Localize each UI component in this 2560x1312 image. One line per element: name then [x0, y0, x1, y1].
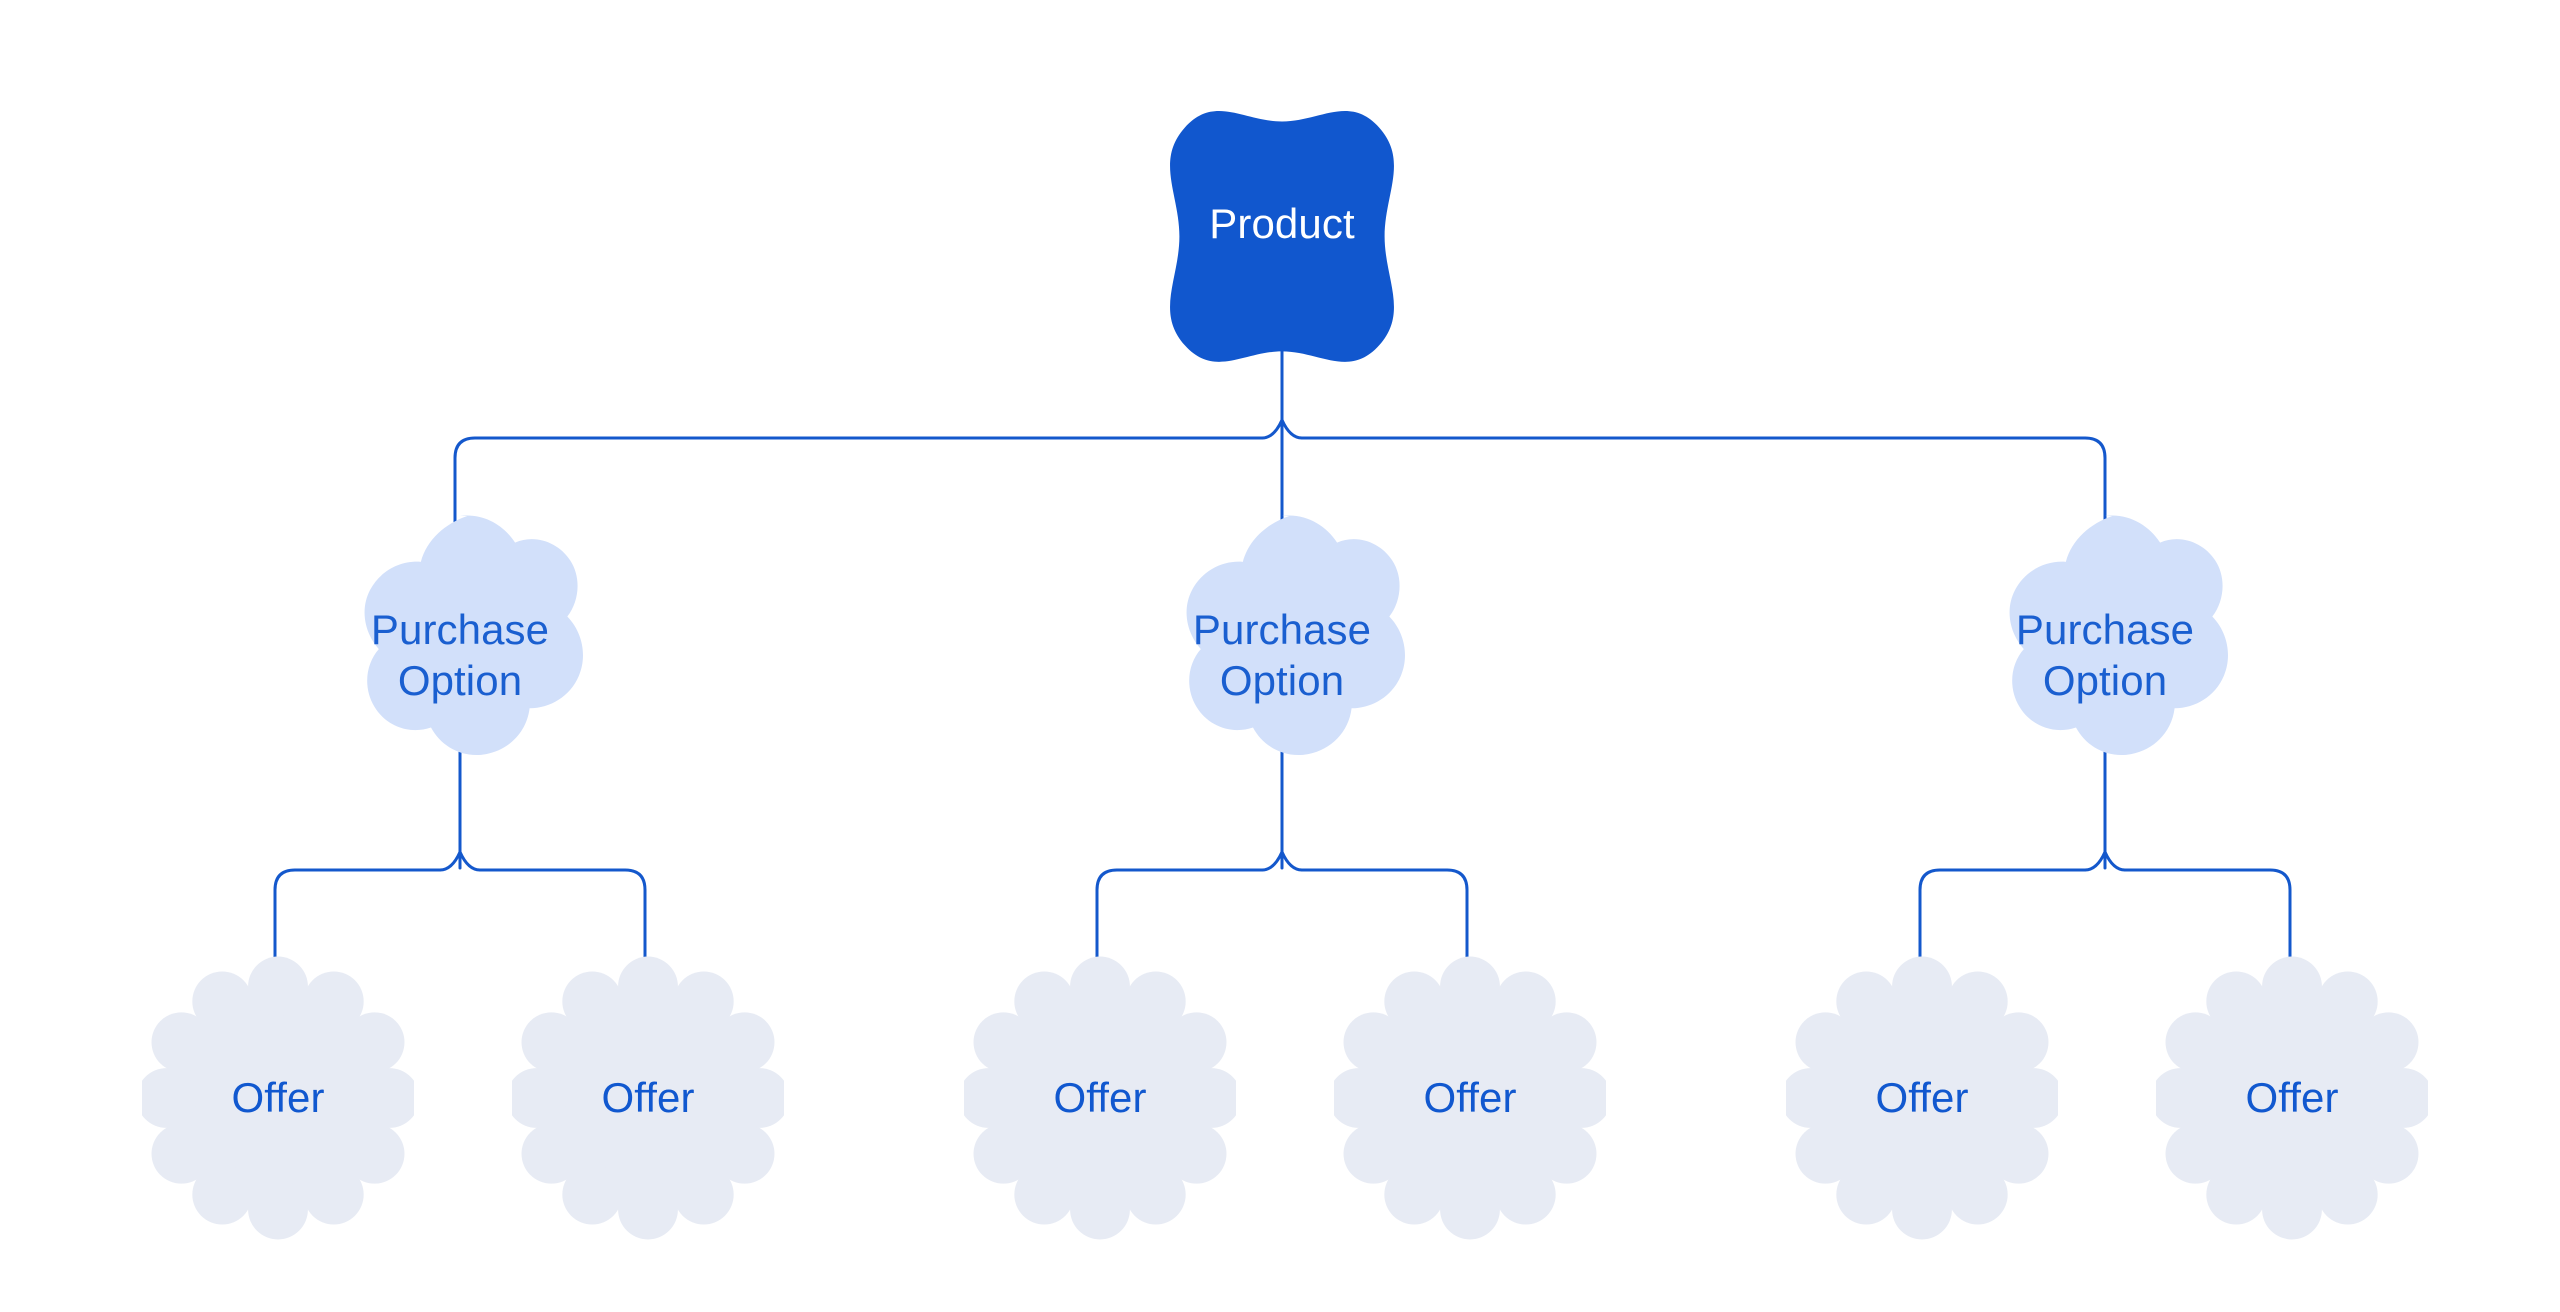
edge-po1-offer1: [273, 868, 442, 967]
offer-shape-icon: [512, 956, 784, 1240]
edge-po2-offer3: [1095, 868, 1264, 967]
node-offer-4[interactable]: Offer: [1334, 954, 1606, 1242]
node-offer-5[interactable]: Offer: [1786, 954, 2058, 1242]
node-offer-2[interactable]: Offer: [512, 954, 784, 1242]
edge-po1-junction-right: [458, 850, 482, 872]
edge-bus-junction-right: [1280, 418, 1304, 440]
node-offer-4-label: Offer: [1423, 1074, 1517, 1122]
edge-bus-junction-left: [1260, 418, 1284, 440]
node-product[interactable]: Product: [1147, 84, 1417, 364]
node-offer-3-label: Offer: [1053, 1074, 1147, 1122]
node-offer-5-label: Offer: [1875, 1074, 1969, 1122]
offer-shape-icon: [1334, 956, 1606, 1240]
edge-bus-level1-left: [453, 436, 1264, 572]
edge-po3-junction-right: [2103, 850, 2127, 872]
offer-shape-icon: [964, 956, 1236, 1240]
purchase-option-shape-icon: [2009, 515, 2228, 756]
node-product-label: Product: [1209, 200, 1355, 248]
offer-shape-icon: [2156, 956, 2428, 1240]
node-purchase-option-3[interactable]: Purchase Option: [1960, 510, 2250, 800]
offer-shape-icon: [142, 956, 414, 1240]
edge-po3-offer6: [2123, 868, 2292, 967]
edge-po3-junction-left: [2083, 850, 2107, 872]
node-offer-3[interactable]: Offer: [964, 954, 1236, 1242]
node-purchase-option-3-label: Purchase Option: [2015, 605, 2195, 704]
node-offer-1[interactable]: Offer: [142, 954, 414, 1242]
node-purchase-option-2[interactable]: Purchase Option: [1137, 510, 1427, 800]
product-shape-icon: [1170, 111, 1394, 362]
edge-po2-offer4: [1300, 868, 1469, 967]
node-offer-1-label: Offer: [231, 1074, 325, 1122]
offer-shape-icon: [1786, 956, 2058, 1240]
edge-po2-junction-right: [1280, 850, 1304, 872]
edge-po1-offer2: [478, 868, 647, 967]
purchase-option-shape-icon: [1186, 515, 1405, 756]
node-offer-6[interactable]: Offer: [2156, 954, 2428, 1242]
edge-po2-junction-left: [1260, 850, 1284, 872]
edge-po3-offer5: [1918, 868, 2087, 967]
node-purchase-option-1[interactable]: Purchase Option: [315, 510, 605, 800]
purchase-option-shape-icon: [364, 515, 583, 756]
node-offer-2-label: Offer: [601, 1074, 695, 1122]
edge-po1-junction-left: [438, 850, 462, 872]
edge-bus-level1-right: [1300, 436, 2107, 572]
node-purchase-option-2-label: Purchase Option: [1192, 605, 1372, 704]
node-offer-6-label: Offer: [2245, 1074, 2339, 1122]
node-purchase-option-1-label: Purchase Option: [370, 605, 550, 704]
